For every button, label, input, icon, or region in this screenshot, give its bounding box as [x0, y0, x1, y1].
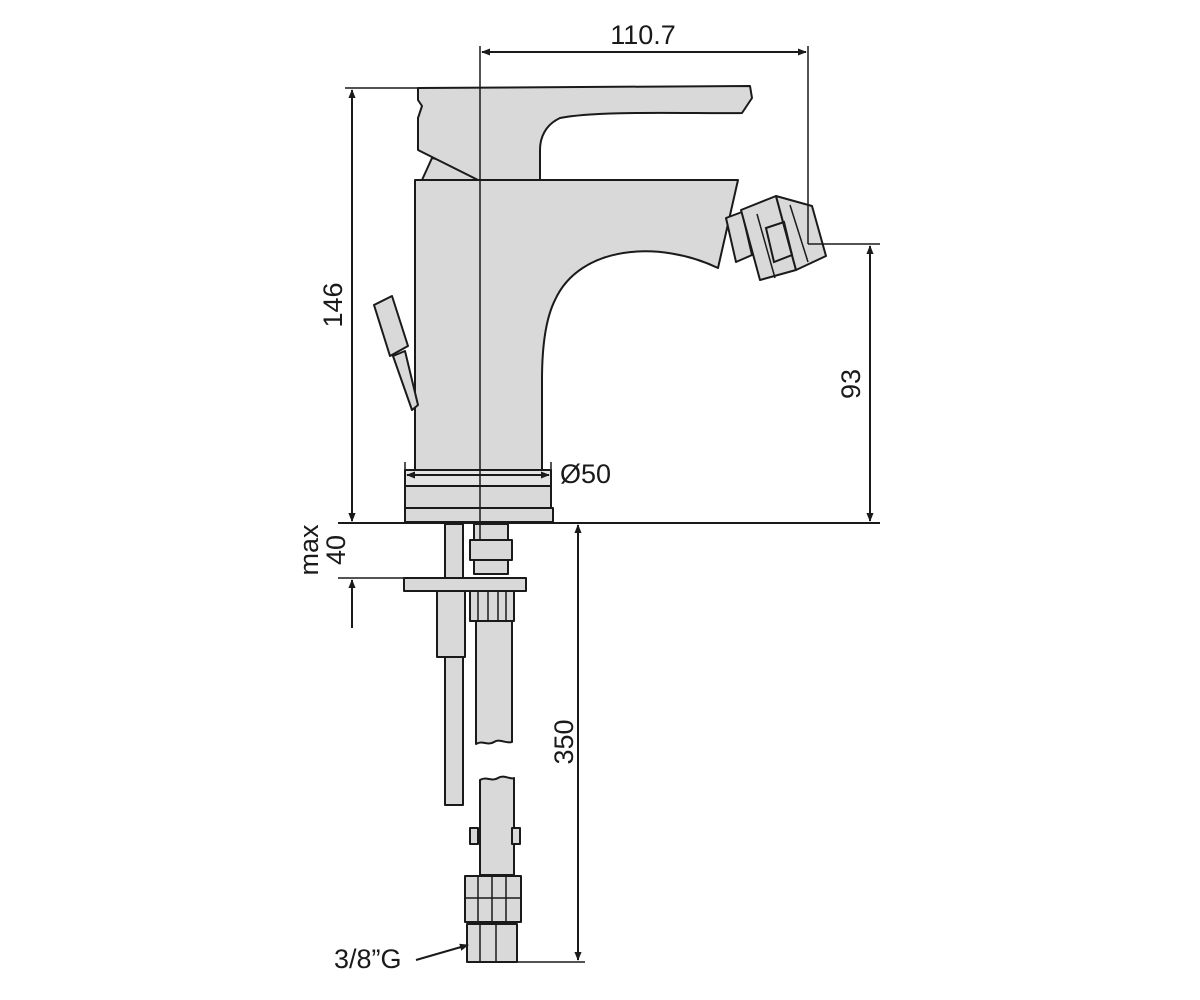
dimension-40-label: 40 — [321, 535, 351, 565]
dimension-50-label: Ø50 — [560, 459, 611, 489]
dimension-110-7-label: 110.7 — [610, 20, 676, 50]
shank-nut-top — [473, 523, 509, 541]
under-counter-assembly — [403, 523, 527, 963]
popup-rod-lower — [444, 523, 464, 579]
hose-upper — [475, 620, 513, 745]
popup-rod-bottom — [444, 656, 464, 806]
lever-handle — [417, 85, 753, 181]
swivel-aerator — [725, 195, 827, 281]
shank-nut-lower — [473, 559, 509, 575]
fixing-plate — [403, 577, 527, 592]
thread-leader — [415, 943, 469, 961]
connection-nut — [466, 923, 518, 963]
base-ring — [404, 485, 552, 509]
base-plate — [404, 507, 554, 523]
dimension-146-label: 146 — [318, 282, 348, 327]
dimension-93-label: 93 — [836, 369, 866, 399]
thread-size-label: 3/8”G — [334, 944, 402, 974]
base-ring-upper — [404, 469, 552, 487]
dimension-max-word: max — [294, 524, 324, 576]
dimension-350-label: 350 — [549, 719, 579, 764]
shank-nut — [469, 539, 513, 561]
popup-rod — [392, 350, 419, 411]
hose-nut — [469, 590, 515, 622]
popup-rod-sleeve — [436, 590, 466, 658]
mixer-body — [414, 179, 739, 471]
hose-lower — [479, 775, 515, 876]
hose-end-fitting — [464, 875, 522, 923]
popup-rod-knob — [373, 295, 409, 357]
faucet-body — [373, 85, 827, 523]
